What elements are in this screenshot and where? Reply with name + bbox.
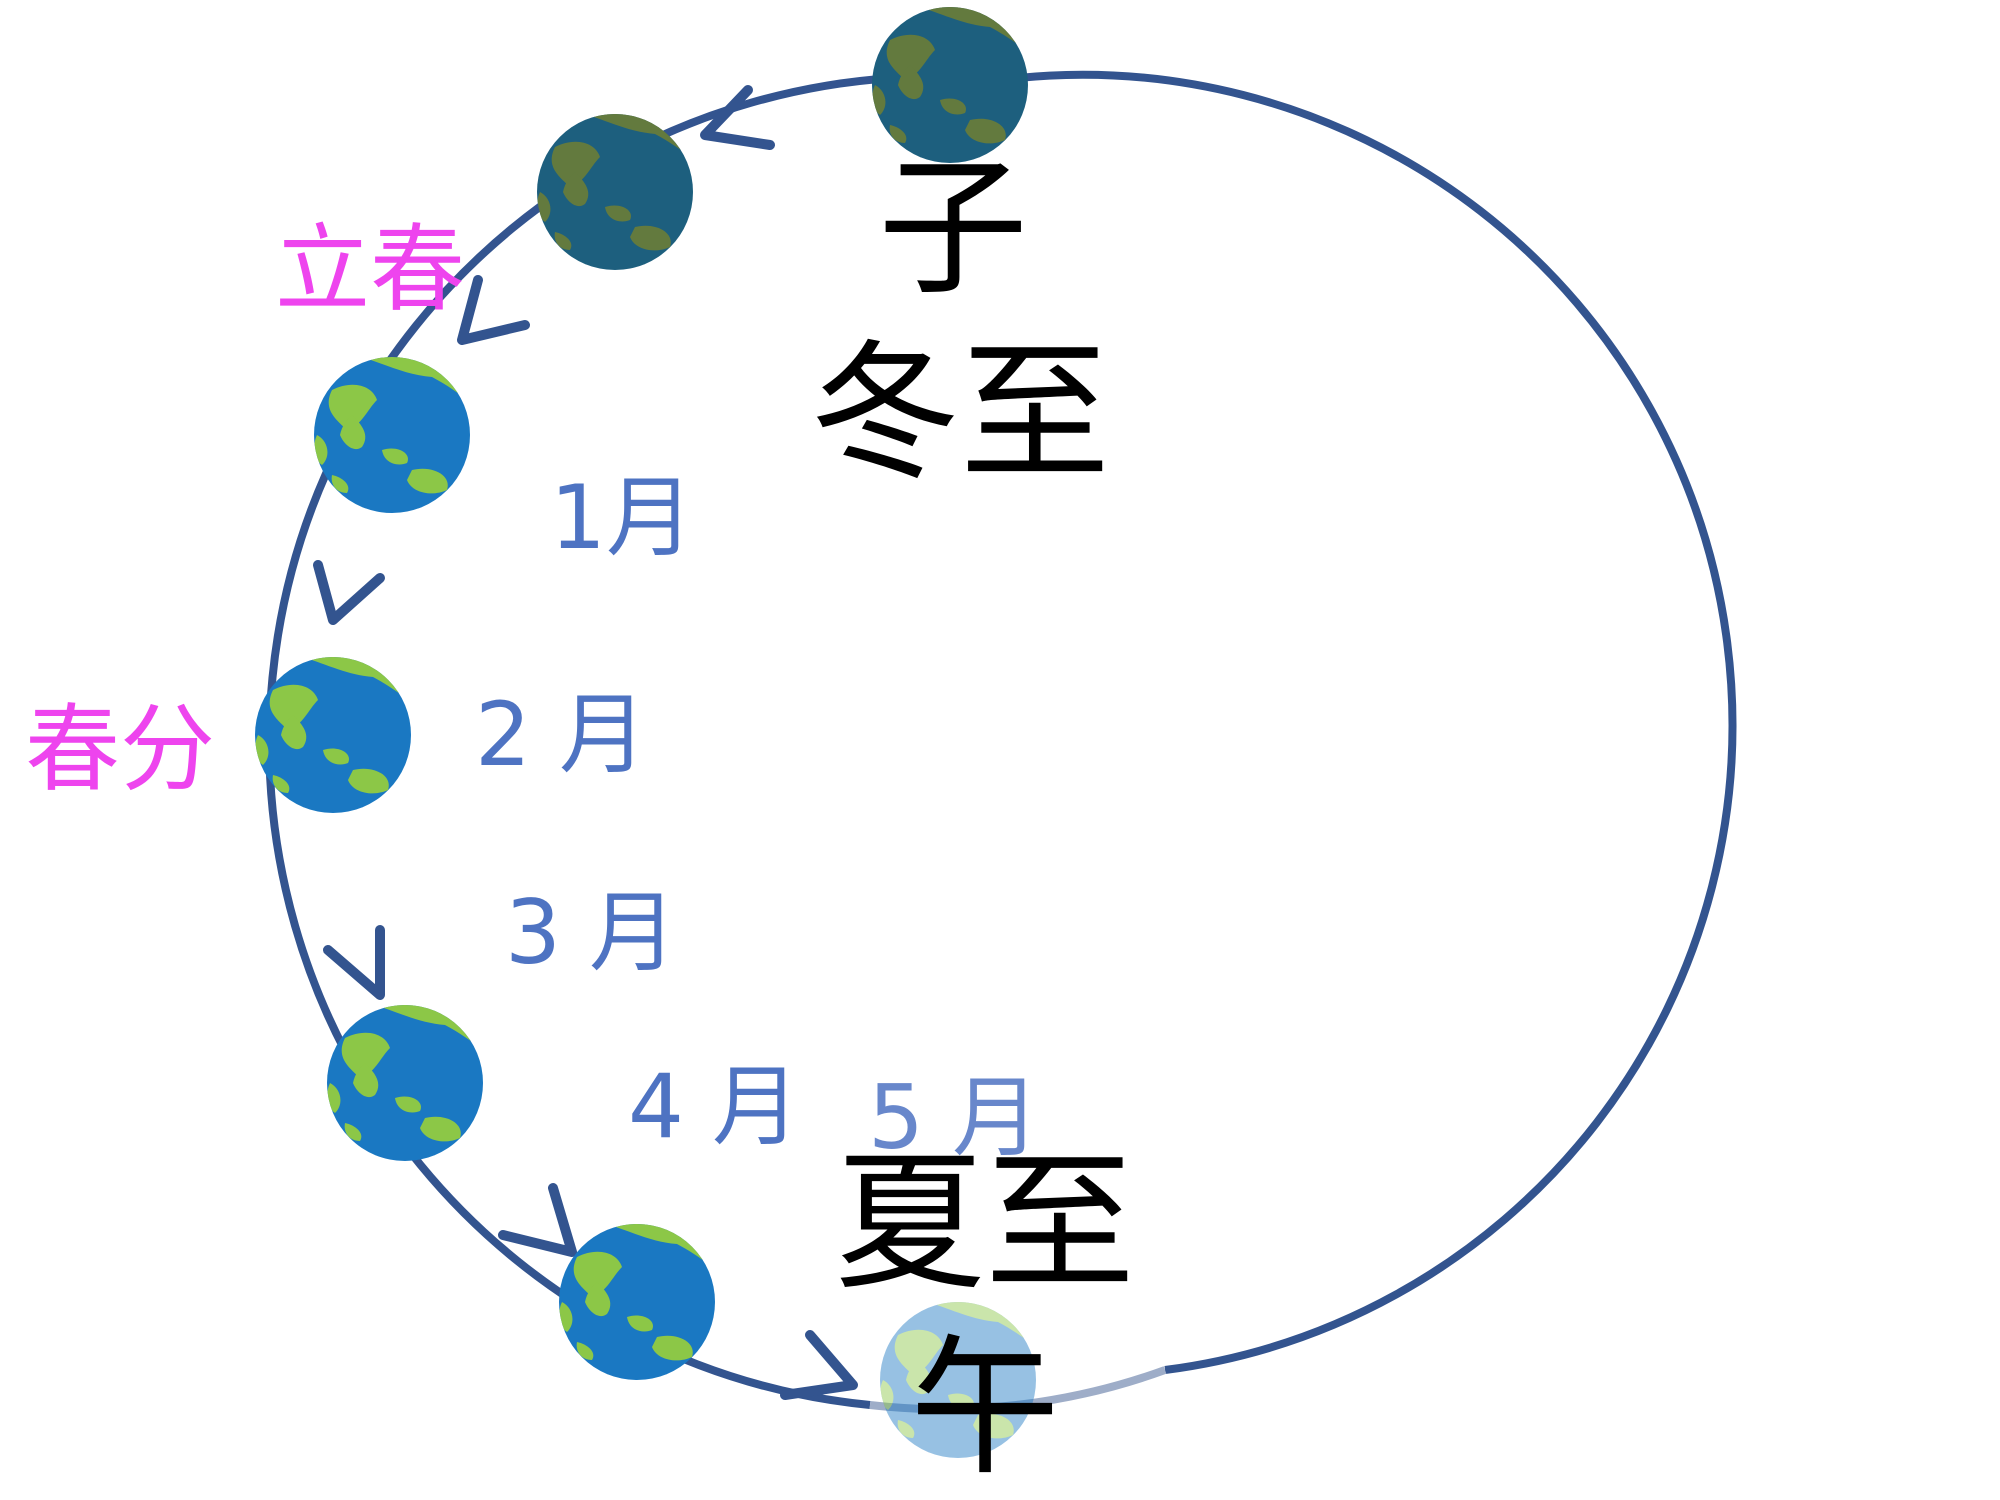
direction-arrow — [323, 925, 385, 1000]
direction-arrow — [498, 1183, 577, 1257]
earth-icon — [537, 114, 695, 270]
month-label: 3 月 — [505, 881, 677, 984]
month-label: 1月 — [550, 466, 694, 569]
orbit-path — [999, 70, 1737, 1374]
label-zi: 子 — [878, 142, 1028, 316]
label-winter-solstice: 冬至 — [810, 327, 1110, 501]
direction-arrow — [457, 275, 530, 345]
earth-icon — [255, 657, 413, 813]
label-uma: 午 — [910, 1322, 1060, 1496]
earth-icon — [314, 357, 472, 513]
month-label: 2 月 — [475, 683, 647, 786]
direction-arrow — [700, 85, 775, 150]
direction-arrow — [313, 560, 385, 625]
direction-arrow — [780, 1330, 858, 1400]
label-summer-solstice: 夏至 — [835, 1137, 1135, 1311]
orbit-path-left — [265, 72, 1001, 1409]
month-label: 4 月 — [628, 1055, 800, 1158]
earth-icon — [327, 1005, 485, 1161]
month-label: 5 月 — [868, 1066, 1040, 1169]
label-spring-equinox: 春分 — [25, 695, 215, 805]
label-risshun: 立春 — [275, 215, 465, 325]
earth-icon — [559, 1224, 717, 1380]
earth-icon — [872, 7, 1030, 163]
